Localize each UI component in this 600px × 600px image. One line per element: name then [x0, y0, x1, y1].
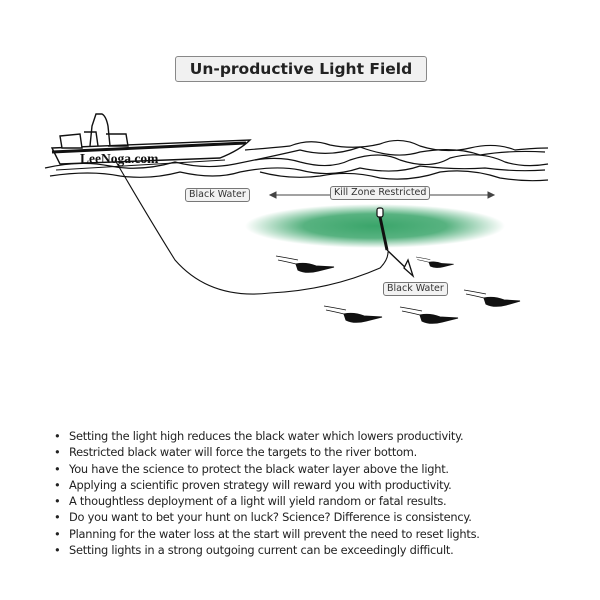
boat-brand-text: LeeNoga.com: [80, 151, 159, 166]
bullet-dot: •: [54, 461, 61, 476]
boat-illustration: [50, 113, 252, 171]
bullet-item: • Setting the light high reduces the blac…: [54, 428, 574, 444]
bullet-item: • You have the science to protect the bla…: [54, 461, 574, 477]
underwater-light: [376, 207, 415, 279]
bullet-text: Do you want to bet your hunt on luck? Sc…: [69, 510, 472, 525]
bullet-dot: •: [54, 510, 61, 525]
light-field-glow: [245, 204, 505, 248]
label-kill-zone: Kill Zone Restricted: [330, 186, 431, 200]
bullet-dot: •: [54, 543, 61, 558]
bullet-text: Restricted black water will force the ta…: [69, 445, 417, 460]
bullet-dot: •: [54, 477, 61, 492]
label-black-water-left: Black Water: [185, 188, 250, 202]
bullet-item: • Setting lights in a strong outgoing cur…: [54, 542, 574, 558]
bullet-item: • Restricted black water will force the t…: [54, 444, 574, 460]
light-cable: [114, 159, 389, 295]
bullet-text: A thoughtless deployment of a light will…: [69, 494, 447, 509]
bullet-dot: •: [54, 494, 61, 509]
bullet-item: • Applying a scientific proven strategy w…: [54, 477, 574, 493]
bullet-text: Planning for the water loss at the start…: [69, 526, 480, 541]
bullet-dot: •: [54, 429, 61, 443]
shrimp-icon: [323, 305, 383, 323]
label-black-water-lower: Black Water: [383, 282, 448, 296]
diagram-title: Un-productive Light Field: [175, 56, 427, 82]
bullet-list: • Setting the light high reduces the blac…: [54, 428, 574, 558]
shrimp-icon: [275, 255, 335, 273]
bullet-item: • A thoughtless deployment of a light wil…: [54, 493, 574, 509]
bullet-dot: •: [54, 445, 61, 460]
bullet-text: Applying a scientific proven strategy wi…: [69, 477, 452, 492]
diagram-scene: LeeNoga.com: [44, 113, 549, 324]
bullet-text: You have the science to protect the blac…: [69, 461, 449, 476]
bullet-text: Setting lights in a strong outgoing curr…: [69, 543, 454, 558]
bullet-text: Setting the light high reduces the black…: [69, 429, 464, 443]
bullet-item: • Do you want to bet your hunt on luck? S…: [54, 509, 574, 525]
bullet-dot: •: [54, 526, 61, 541]
shrimp-group: [275, 255, 521, 324]
shrimp-icon: [463, 289, 521, 307]
bullet-item: • Planning for the water loss at the star…: [54, 526, 574, 542]
water-waves: [44, 139, 549, 182]
shrimp-icon: [399, 306, 459, 324]
shrimp-icon: [415, 256, 454, 268]
